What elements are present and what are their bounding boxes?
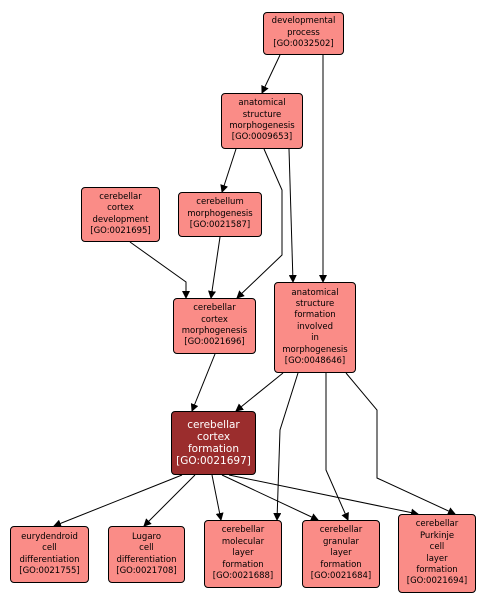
node-line: cell <box>139 543 154 554</box>
node-line: morphogenesis <box>187 208 253 219</box>
node-go-id: [GO:0021684] <box>310 571 372 582</box>
edge-asf-to-purk <box>345 372 456 515</box>
edge-dev-to-asm <box>261 54 281 94</box>
node-line: cerebellar <box>187 418 240 431</box>
node-line: eurydendroid <box>21 531 78 542</box>
node-line: formation <box>187 443 240 455</box>
edge-asm-to-ccm <box>236 148 283 299</box>
node-go-id: [GO:0021697] <box>176 455 251 468</box>
node-line: anatomical <box>238 98 286 109</box>
node-line: process <box>287 27 320 38</box>
edge-asm-to-asf <box>288 148 297 283</box>
node-line: differentiation <box>19 554 80 565</box>
node-line: developmental <box>271 16 336 27</box>
node-line: cerebellar <box>415 519 459 530</box>
edge-ccf-to-lug <box>143 474 196 527</box>
node-line: formation <box>416 564 458 575</box>
node-line: differentiation <box>116 554 177 565</box>
node-line: morphogenesis <box>229 121 295 131</box>
node-go-id: [GO:0021695] <box>90 225 151 236</box>
node-anatomical-structure-morphogenesis[interactable]: anatomical structure morphogenesis [GO:0… <box>221 93 303 149</box>
node-go-id: [GO:0021694] <box>406 576 468 587</box>
node-line: structure <box>242 109 282 120</box>
node-cerebellar-purkinje-cell-layer-formation[interactable]: cerebellar Purkinje cell layer formation… <box>398 514 476 593</box>
node-line: molecular <box>221 536 265 547</box>
edge-ccm-to-ccf <box>190 353 216 412</box>
node-cerebellar-molecular-layer-formation[interactable]: cerebellar molecular layer formation [GO… <box>204 520 282 588</box>
node-eurydendroid-cell-differentiation[interactable]: eurydendroid cell differentiation [GO:00… <box>10 526 89 583</box>
node-go-id: [GO:0021587] <box>189 220 251 231</box>
node-line: formation <box>320 559 362 570</box>
node-cerebellar-cortex-formation[interactable]: cerebellar cortex formation [GO:0021697] <box>171 411 256 475</box>
node-line: involved <box>297 321 333 332</box>
node-line: cortex <box>201 314 228 325</box>
node-line: layer <box>232 548 254 559</box>
node-line: morphogenesis <box>282 344 348 355</box>
edge-asf-to-ccf <box>235 372 284 412</box>
node-go-id: [GO:0021755] <box>19 565 80 576</box>
node-line: layer <box>426 553 448 564</box>
node-go-id: [GO:0032502] <box>273 39 334 50</box>
node-line: cell <box>42 543 57 554</box>
node-line: cerebellar <box>99 191 142 202</box>
node-cerebellar-cortex-development[interactable]: cerebellar cortex development [GO:002169… <box>81 187 160 242</box>
node-go-id: [GO:0021688] <box>212 571 274 582</box>
edge-ccf-to-gran <box>221 474 319 521</box>
node-line: layer <box>330 548 352 559</box>
node-line: cerebellar <box>193 303 236 314</box>
edge-cm-to-ccm <box>208 236 221 299</box>
node-line: granular <box>323 536 359 547</box>
edge-ccf-to-eur <box>53 474 183 528</box>
node-developmental-process[interactable]: developmental process [GO:0032502] <box>263 12 344 55</box>
node-go-id: [GO:0021696] <box>184 337 245 348</box>
edge-ccd-to-ccm <box>129 241 190 299</box>
node-line: cerebellar <box>221 525 265 536</box>
node-go-id: [GO:0048646] <box>284 356 346 367</box>
node-line: in <box>311 333 319 344</box>
node-line: anatomical <box>291 287 339 298</box>
node-go-id: [GO:0021708] <box>116 565 177 576</box>
node-cerebellum-morphogenesis[interactable]: cerebellum morphogenesis [GO:0021587] <box>178 192 262 237</box>
node-line: formation <box>294 310 336 321</box>
node-line: morphogenesis <box>181 326 248 336</box>
node-cerebellar-cortex-morphogenesis[interactable]: cerebellar cortex morphogenesis [GO:0021… <box>173 298 256 354</box>
node-line: cortex <box>196 430 231 443</box>
node-cerebellar-granular-layer-formation[interactable]: cerebellar granular layer formation [GO:… <box>302 520 380 588</box>
node-line: cerebellar <box>319 525 363 536</box>
edge-ccf-to-purk <box>228 474 419 517</box>
edge-ccf-to-mol <box>211 474 224 521</box>
node-line: development <box>92 214 149 225</box>
node-line: structure <box>295 298 335 309</box>
node-line: Lugaro <box>131 531 162 542</box>
node-go-id: [GO:0009653] <box>231 132 293 143</box>
node-lugaro-cell-differentiation[interactable]: Lugaro cell differentiation [GO:0021708] <box>108 526 185 583</box>
edge-asf-to-gran <box>325 373 349 521</box>
node-line: formation <box>222 559 264 570</box>
node-line: cerebellum <box>196 197 244 208</box>
node-anatomical-structure-formation[interactable]: anatomical structure formation involved … <box>274 282 356 373</box>
edge-asf-to-mol <box>273 372 299 521</box>
edge-asm-to-cm <box>220 148 237 193</box>
node-line: Purkinje <box>419 530 455 541</box>
node-line: cell <box>429 542 445 553</box>
node-line: cortex <box>107 203 134 214</box>
